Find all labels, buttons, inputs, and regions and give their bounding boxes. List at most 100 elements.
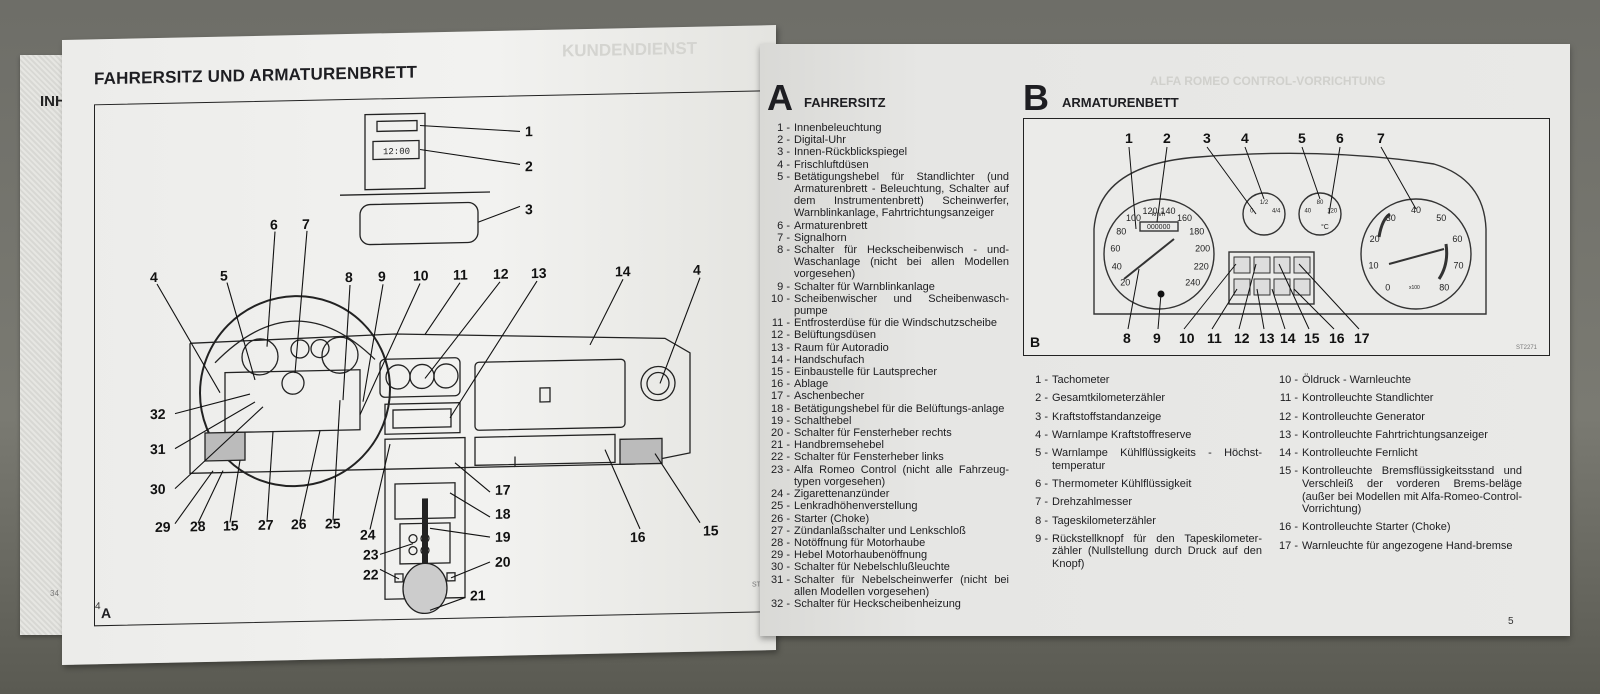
callout-leader xyxy=(1380,146,1417,210)
speedo-outline xyxy=(241,338,279,376)
legend-number: 20 - xyxy=(771,427,790,440)
legend-text: Schalter für Nebelschlußleuchte xyxy=(794,561,950,574)
gauge-tick-label: 140 xyxy=(1160,206,1175,216)
temperature-gauge xyxy=(1298,192,1342,236)
legend-number: 15 - xyxy=(771,366,790,379)
legend-item: 17 -Warnleuchte für angezogene Hand-brem… xyxy=(1272,540,1522,553)
section-a-letter: A xyxy=(767,77,793,118)
warning-light-panel xyxy=(1228,251,1315,305)
callout-number: 13 xyxy=(1259,330,1275,346)
gauge-tick-label: 80 xyxy=(1116,226,1126,236)
speaker-right xyxy=(619,437,663,465)
legend-text: Kontrolleuchte Generator xyxy=(1302,410,1425,423)
callout-number: 18 xyxy=(495,506,511,522)
legend-number: 27 - xyxy=(771,524,790,537)
gauge-tick-label: 40 xyxy=(1411,205,1421,215)
legend-item: 26 -Starter (Choke) xyxy=(764,513,1009,525)
callout-number: 12 xyxy=(1234,330,1250,346)
tacho-unit: x100 xyxy=(1409,285,1420,291)
callout-number: 14 xyxy=(1280,330,1296,346)
callout-number: 9 xyxy=(378,268,386,284)
legend-number: 18 - xyxy=(771,402,790,415)
legend-text: Schalter für Heckscheibenwisch - und-Was… xyxy=(794,244,1009,281)
legend-text: Warnlampe Kühlflüssigkeits - Höchst-temp… xyxy=(1052,447,1262,472)
gauge-tick-label: 70 xyxy=(1453,260,1463,270)
legend-number: 4 - xyxy=(1035,428,1048,441)
callout-number: 11 xyxy=(453,266,468,282)
legend-number: 5 - xyxy=(777,170,790,183)
legend-text: Kontrolleuchte Fahrtrichtungsanzeiger xyxy=(1302,428,1488,441)
steering-wheel xyxy=(199,295,391,488)
legend-item: 4 -Warnlampe Kraftstoffreserve xyxy=(1022,429,1262,442)
legend-item: 7 -Signalhorn xyxy=(764,232,1009,244)
speedometer xyxy=(1103,198,1215,310)
callout-leader xyxy=(1127,268,1140,330)
legend-item: 24 -Zigarettenanzünder xyxy=(764,488,1009,500)
legend-item: 5 -Betätigungshebel für Standlichter (un… xyxy=(764,171,1009,220)
callout-leader xyxy=(1244,146,1265,200)
gauge-tick-label: 100 xyxy=(1126,213,1141,223)
legend-text: Kontrolleuchte Starter (Choke) xyxy=(1302,521,1451,534)
callout-number: 17 xyxy=(1354,330,1370,346)
legend-number: 3 - xyxy=(777,146,790,159)
legend-number: 32 - xyxy=(771,597,790,610)
legend-item: 7 -Drehzahlmesser xyxy=(1022,496,1262,509)
legend-text: Einbaustelle für Lautsprecher xyxy=(794,366,938,379)
legend-text: Warnleuchte für angezogene Hand-bremse xyxy=(1302,539,1513,552)
callout-leader xyxy=(1278,263,1310,330)
gauge-tick-label: 120 xyxy=(1327,209,1338,215)
callout-leader xyxy=(1156,146,1168,223)
gauge-tick-label: 240 xyxy=(1185,277,1200,287)
callout-number: 10 xyxy=(1179,330,1195,346)
contents-heading: INH xyxy=(40,93,66,110)
legend-number: 4 - xyxy=(777,158,790,171)
page-number-right: 5 xyxy=(1508,616,1514,627)
horn-emblem xyxy=(281,371,305,395)
gauge-tick-label: 180 xyxy=(1189,226,1204,236)
legend-number: 22 - xyxy=(771,451,790,464)
legend-item: 8 -Tageskilometerzähler xyxy=(1022,515,1262,528)
legend-text: Schalter für Heckscheibenheizung xyxy=(794,597,961,610)
legend-text: Raum für Autoradio xyxy=(794,341,889,354)
legend-text: Notöffnung für Motorhaube xyxy=(794,536,926,549)
callout-number: 30 xyxy=(150,481,166,497)
clock-display: 12:00 xyxy=(383,147,410,158)
legend-item: 16 -Ablage xyxy=(764,378,1009,390)
legend-number: 8 - xyxy=(777,244,790,257)
callout-number: 29 xyxy=(155,519,171,535)
legend-item: 20 -Schalter für Fensterheber rechts xyxy=(764,427,1009,439)
callout-number: 15 xyxy=(1304,330,1320,346)
legend-text: Signalhorn xyxy=(794,231,847,244)
legend-number: 25 - xyxy=(771,500,790,513)
callout-number: 6 xyxy=(1336,130,1344,146)
panel-letter-b: B xyxy=(1030,334,1040,350)
callout-number: 12 xyxy=(493,266,509,282)
page-number-left: 4 xyxy=(95,601,101,613)
glove-box xyxy=(474,358,626,431)
gauge-tick-label: 4/4 xyxy=(1272,209,1281,215)
figure-code-right: ST2271 xyxy=(1516,345,1538,351)
callout-leader xyxy=(1256,288,1265,330)
callout-number: 9 xyxy=(1153,330,1161,346)
warning-light xyxy=(1233,256,1251,274)
fuel-gauge xyxy=(1242,192,1286,236)
gauge-tick-label: 120 xyxy=(1142,206,1157,216)
callout-number: 32 xyxy=(150,406,166,422)
legend-number: 9 - xyxy=(1035,532,1048,545)
legend-item: 8 - Schalter für Heckscheibenwisch - und-… xyxy=(764,244,1009,281)
callout-number: 20 xyxy=(495,554,511,570)
callout-number: 13 xyxy=(531,265,547,281)
callout-number: 7 xyxy=(302,216,310,232)
legend-number: 9 - xyxy=(777,280,790,293)
legend-text: Betätigungshebel für die Belüftungs-anla… xyxy=(794,402,1005,415)
gauge-tick-label: 20 xyxy=(1120,277,1130,287)
callout-leader xyxy=(1238,263,1257,330)
gauge-tick-label: 30 xyxy=(1386,213,1396,223)
legend-item: 14 -Kontrolleuchte Fernlicht xyxy=(1272,447,1522,460)
odometer-value: 000000 xyxy=(1147,224,1170,231)
callout-leader xyxy=(1301,146,1321,200)
legend-text: Kontrolleuchte Standlichter xyxy=(1302,392,1434,405)
